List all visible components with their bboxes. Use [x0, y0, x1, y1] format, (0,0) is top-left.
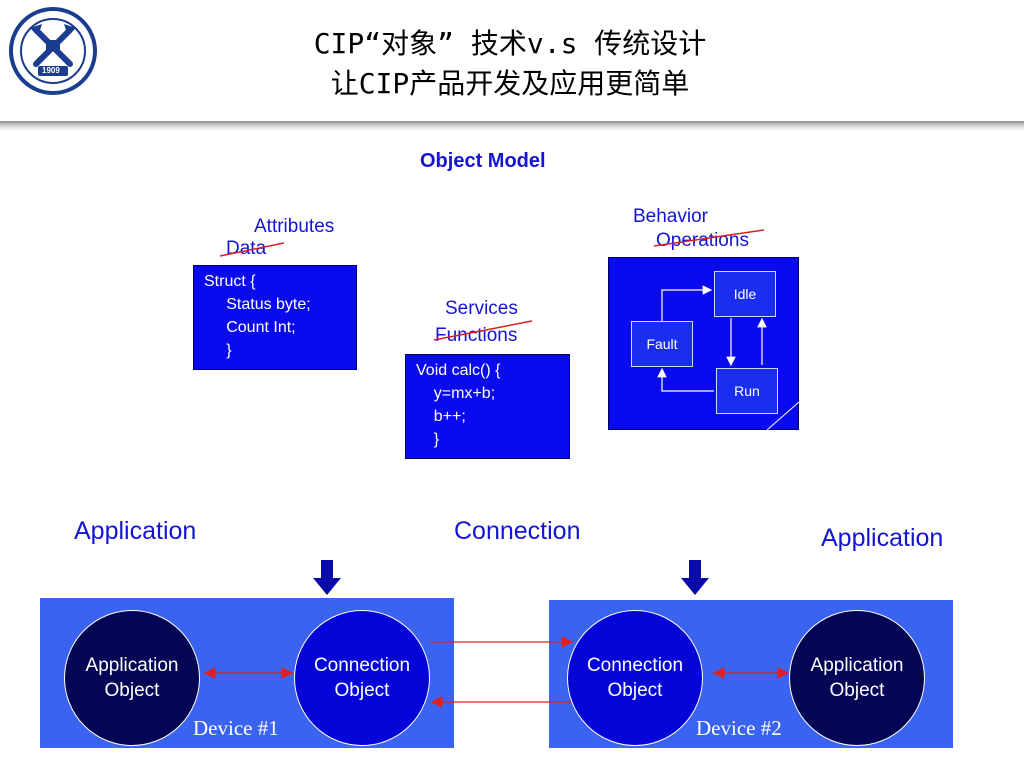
- header-divider: [0, 121, 1024, 131]
- slide-title-line2: 让CIP产品开发及应用更简单: [330, 67, 690, 100]
- application-label-left: Application: [74, 517, 197, 545]
- function-line: b++;: [416, 408, 466, 425]
- state-run: Run: [716, 368, 778, 414]
- struct-line: Status byte;: [204, 296, 311, 313]
- functions-strikethrough: [433, 320, 533, 341]
- struct-line: Count Int;: [204, 319, 296, 336]
- device-1-application-object: Application Object: [64, 610, 200, 746]
- struct-line: Struct {: [204, 273, 256, 290]
- struct-code-box: Struct { Status byte; Count Int; }: [193, 265, 357, 370]
- circle-label: Connection Object: [586, 655, 684, 701]
- state-machine-box: Idle Fault Run: [608, 257, 800, 431]
- state-idle: Idle: [714, 271, 776, 317]
- circle-label: Application Object: [810, 655, 904, 701]
- attributes-label: Attributes: [254, 216, 335, 237]
- device-1-label: Device #1: [193, 716, 279, 740]
- data-label: Data: [226, 238, 267, 259]
- logo-year: 1909: [42, 66, 60, 75]
- function-line: }: [416, 431, 440, 448]
- down-arrow-icon: [313, 560, 341, 595]
- function-code-box: Void calc() { y=mx+b; b++; }: [405, 354, 570, 459]
- struct-line: }: [204, 342, 232, 359]
- object-model-heading: Object Model: [420, 150, 546, 172]
- function-line: Void calc() {: [416, 362, 501, 379]
- services-label: Services: [445, 298, 518, 319]
- application-label-right: Application: [821, 524, 944, 552]
- device-2-application-object: Application Object: [789, 610, 925, 746]
- state-fault: Fault: [631, 321, 693, 367]
- connection-label: Connection: [454, 517, 581, 545]
- device-2-connection-object: Connection Object: [567, 610, 703, 746]
- device-1-connection-object: Connection Object: [294, 610, 430, 746]
- down-arrow-icon: [681, 560, 709, 595]
- university-logo: [8, 6, 98, 96]
- behavior-label: Behavior: [633, 206, 708, 227]
- functions-label: Functions: [435, 325, 518, 346]
- device-2-label: Device #2: [696, 716, 782, 740]
- operations-strikethrough: [653, 229, 765, 247]
- circle-label: Connection Object: [313, 655, 411, 701]
- state-arrows: [657, 285, 800, 431]
- circle-label: Application Object: [85, 655, 179, 701]
- function-line: y=mx+b;: [416, 385, 496, 402]
- slide-title-line1: CIP“对象” 技术v.s 传统设计: [313, 27, 707, 60]
- object-link-arrows: [203, 636, 790, 708]
- data-strikethrough: [219, 242, 285, 257]
